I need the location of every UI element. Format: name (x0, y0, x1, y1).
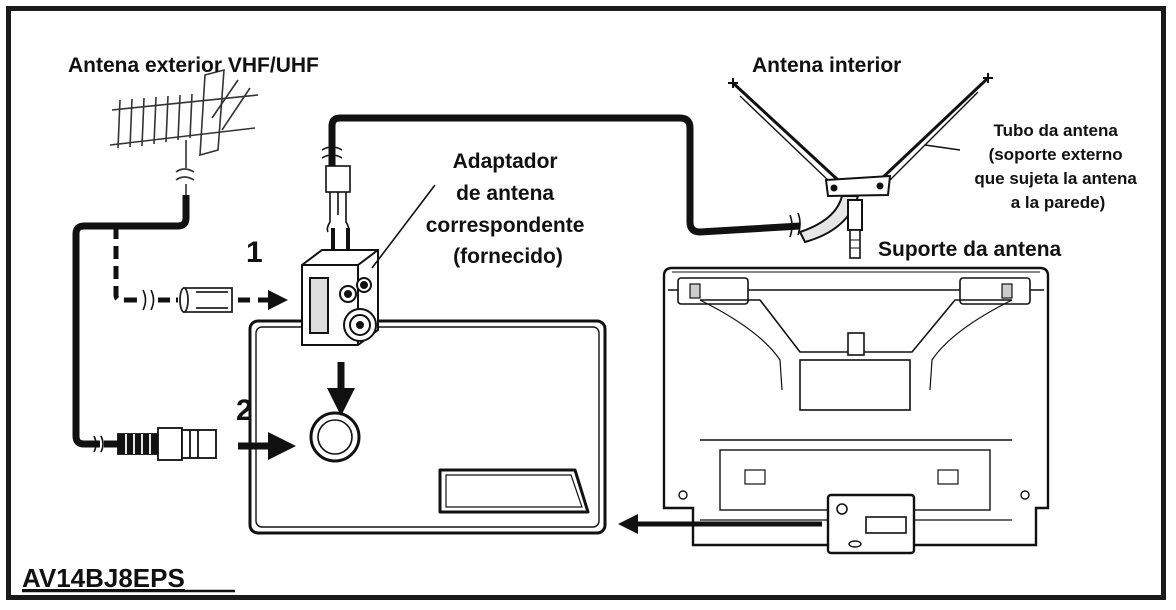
outdoor-antenna-cable (72, 195, 190, 448)
coax-plug (117, 427, 217, 461)
adapter-pointer (371, 184, 436, 269)
step-1-label: 1 (246, 236, 263, 269)
antenna-adapter (301, 249, 379, 346)
tv-back-view (662, 266, 1050, 547)
outdoor-antenna-icon (109, 68, 259, 195)
indoor-antenna-icon (728, 73, 993, 259)
outdoor-antenna-label: Antena exterior VHF/UHF (68, 54, 319, 77)
antenna-tube-pointer (924, 144, 961, 151)
tv-jack-panel (826, 493, 916, 555)
antenna-jack-icon (309, 411, 361, 463)
spade-connector (325, 165, 351, 233)
adapter-label: Adaptador de antena correspondente (forn… (426, 150, 591, 268)
flat-cable-dashed (113, 226, 138, 303)
step-2-label: 2 (236, 394, 253, 427)
tv-rear-panel (248, 319, 607, 535)
flat-cable-end (179, 287, 233, 313)
diagram-frame (6, 6, 1166, 600)
indoor-antenna-label: Antena interior (752, 54, 901, 77)
antenna-tube-label: Tubo da antena (soporte externo que suje… (974, 121, 1141, 212)
model-label: AV14BJ8EPS (22, 563, 185, 593)
indoor-antenna-cable (328, 114, 801, 236)
antenna-support-label: Suporte da antena (878, 238, 1062, 261)
